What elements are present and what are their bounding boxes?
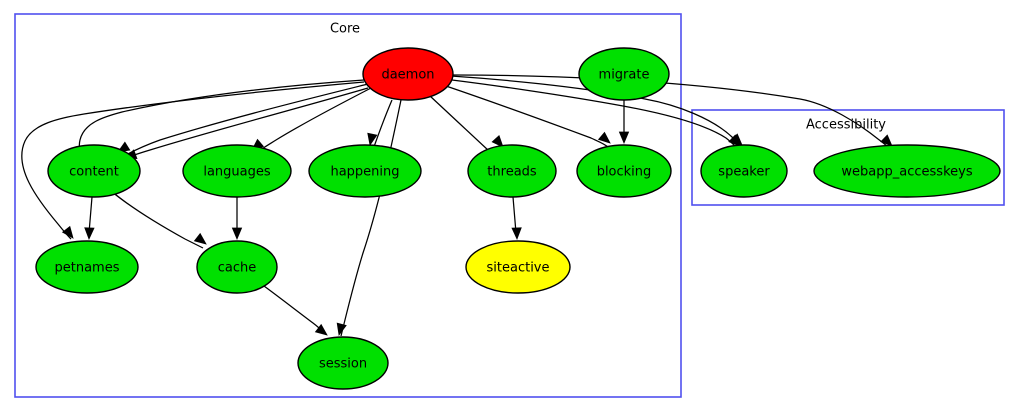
edge-daemon-to-cache <box>78 79 365 249</box>
node-siteactive[interactable]: siteactive <box>465 240 571 294</box>
arrowhead-languages->cache <box>231 227 243 241</box>
edge-daemon-to-session <box>340 99 402 337</box>
cluster-border-core <box>14 13 682 398</box>
node-label-webapp_accesskeys: webapp_accesskeys <box>841 165 972 180</box>
arrowhead-cache->session <box>314 323 328 336</box>
arrowhead-threads->siteactive <box>511 227 522 241</box>
arrowhead-content->petnames <box>84 227 95 241</box>
node-label-daemon: daemon <box>381 68 434 83</box>
node-shape-webapp_accesskeys[interactable] <box>813 144 1001 198</box>
arrowhead-daemon->happening <box>367 132 378 147</box>
cluster-label-accessibility: Accessibility <box>806 118 886 133</box>
node-languages[interactable]: languages <box>182 144 292 198</box>
node-shape-daemon[interactable] <box>362 47 454 101</box>
node-threads[interactable]: threads <box>467 144 557 198</box>
node-content[interactable]: content <box>47 144 141 198</box>
node-migrate[interactable]: migrate <box>578 47 670 101</box>
node-label-siteactive: siteactive <box>487 261 550 276</box>
edge-cache-to-session <box>263 285 325 333</box>
node-session[interactable]: session <box>297 336 389 390</box>
arrowhead-daemon->webapp <box>880 134 893 147</box>
cluster-border-accessibility <box>691 109 1005 206</box>
edge-daemon-to-content <box>121 82 373 158</box>
node-label-content: content <box>69 165 119 180</box>
node-blocking[interactable]: blocking <box>576 144 672 198</box>
node-shape-cache[interactable] <box>196 240 278 294</box>
node-label-session: session <box>319 357 367 372</box>
node-shape-siteactive[interactable] <box>465 240 571 294</box>
node-label-threads: threads <box>487 165 537 180</box>
edges-layer <box>21 74 893 337</box>
node-happening[interactable]: happening <box>308 144 422 198</box>
node-shape-happening[interactable] <box>308 144 422 198</box>
edge-daemon-to-webapp_accesskeys <box>452 74 890 149</box>
arrowhead-daemon->threads <box>491 135 504 148</box>
node-label-cache: cache <box>218 261 257 276</box>
node-shape-content[interactable] <box>47 144 141 198</box>
node-petnames[interactable]: petnames <box>35 240 139 294</box>
node-label-blocking: blocking <box>597 165 652 180</box>
arrowhead-daemon->petnames <box>61 225 74 239</box>
node-label-speaker: speaker <box>718 165 770 180</box>
node-shape-migrate[interactable] <box>578 47 670 101</box>
cluster-label-core: Core <box>330 22 360 37</box>
arrowhead-daemon->blocking <box>597 131 611 144</box>
cluster-core: Core <box>14 13 682 398</box>
node-shape-speaker[interactable] <box>700 144 788 198</box>
cluster-accessibility: Accessibility <box>691 109 1005 206</box>
node-shape-session[interactable] <box>297 336 389 390</box>
node-webapp_accesskeys[interactable]: webapp_accesskeys <box>813 144 1001 198</box>
node-daemon[interactable]: daemon <box>362 47 454 101</box>
node-label-happening: happening <box>330 165 399 180</box>
edge-content-to-petnames <box>88 196 93 234</box>
edge-threads-to-siteactive <box>512 196 517 234</box>
arrowhead-migrate->blocking <box>618 131 630 145</box>
edge-daemon-to-blocking <box>445 85 609 148</box>
node-label-migrate: migrate <box>599 68 650 83</box>
edge-daemon-to-petnames <box>21 81 365 240</box>
node-speaker[interactable]: speaker <box>700 144 788 198</box>
arrowhead-daemon->session <box>336 322 347 337</box>
node-shape-threads[interactable] <box>467 144 557 198</box>
node-label-petnames: petnames <box>55 261 120 276</box>
node-cache[interactable]: cache <box>196 240 278 294</box>
node-shape-blocking[interactable] <box>576 144 672 198</box>
node-label-languages: languages <box>203 165 271 180</box>
arrowhead-daemon->cache <box>193 232 207 245</box>
node-shape-languages[interactable] <box>182 144 292 198</box>
arrowhead-daemon->speaker-2 <box>730 133 743 146</box>
node-shape-petnames[interactable] <box>35 240 139 294</box>
nodes-layer: daemon migrate content languages happening th… <box>35 47 1001 390</box>
